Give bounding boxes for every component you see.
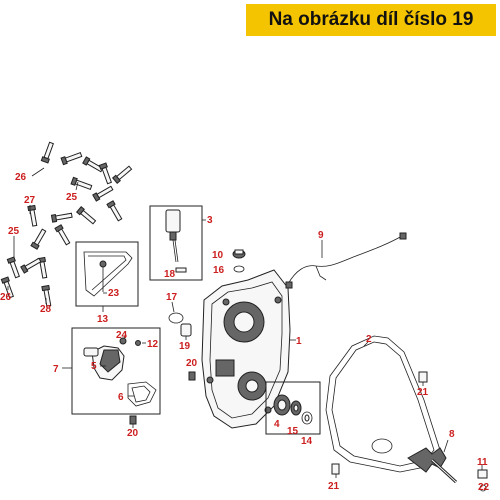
callout-1: 1 (296, 336, 302, 347)
callout-25-upper: 25 (66, 192, 78, 203)
callout-23: 23 (108, 288, 120, 299)
callout-19: 19 (179, 341, 191, 352)
callout-17: 17 (166, 292, 178, 303)
part-17-19-group (168, 301, 192, 340)
bolt (41, 284, 52, 307)
bolt (111, 165, 133, 184)
callout-21-right: 21 (417, 387, 429, 398)
callout-15: 15 (287, 426, 299, 437)
bolt (98, 162, 112, 185)
part-17-oring (168, 312, 184, 324)
part-8-shaft (407, 439, 458, 484)
callout-5: 5 (91, 361, 97, 372)
callout-12: 12 (147, 339, 159, 350)
part-23-pin (99, 260, 107, 268)
callout-28: 28 (40, 304, 52, 315)
bolt (30, 228, 47, 250)
box-3-group (149, 205, 206, 281)
callout-10: 10 (212, 250, 224, 261)
callout-22: 22 (478, 482, 490, 493)
part-24-bolt (119, 337, 127, 345)
part-19-plug (180, 323, 192, 337)
box-3 (149, 205, 203, 281)
part-12-bolt (135, 340, 141, 346)
callout-21-bottom: 21 (328, 481, 340, 492)
callout-24: 24 (116, 330, 128, 341)
part-11 (477, 469, 488, 479)
callout-27: 27 (24, 195, 36, 206)
bolt (20, 257, 42, 274)
callout-25-lower: 25 (8, 226, 20, 237)
bolt (92, 185, 114, 202)
callout-9: 9 (318, 230, 324, 241)
callout-6: 6 (118, 392, 124, 403)
callout-20-upper: 20 (186, 358, 198, 369)
bolt (27, 204, 38, 227)
bolt (40, 141, 54, 164)
part-6-gasket (127, 381, 157, 407)
dipstick-cap (165, 209, 181, 233)
bolt (70, 176, 93, 190)
bolt (0, 276, 14, 299)
bolt (60, 152, 83, 166)
part-20-bolts (129, 371, 196, 428)
callout-26-upper: 26 (15, 172, 27, 183)
gasket-13 (83, 251, 133, 297)
part-22-ring (479, 484, 487, 492)
box-seals (265, 381, 321, 435)
part-16-oring (233, 265, 245, 273)
part-18-oring (175, 267, 187, 273)
part-21-pins (331, 371, 428, 478)
callout-26-lower: 26 (0, 292, 12, 303)
callout-8: 8 (449, 429, 455, 440)
part-14-seal (301, 411, 313, 425)
bolts-group (0, 141, 133, 307)
bolt (50, 212, 73, 223)
box-13 (75, 241, 139, 307)
callout-14: 14 (301, 436, 313, 447)
callout-20-lower: 20 (127, 428, 139, 439)
bolt (75, 206, 97, 225)
callout-7: 7 (53, 364, 59, 375)
callout-2: 2 (366, 334, 372, 345)
bolt (54, 224, 71, 246)
box-7-group (62, 327, 161, 415)
callout-16: 16 (213, 265, 225, 276)
bolt (82, 156, 104, 173)
callout-13: 13 (97, 314, 109, 325)
callout-18: 18 (164, 269, 176, 280)
crankcase-cover-part-1 (201, 269, 296, 429)
part-number-banner: Na obrázku díl číslo 19 (246, 4, 496, 36)
callout-labels: 1 2 3 4 5 6 7 8 9 10 11 12 13 14 15 16 1… (0, 172, 490, 493)
box-13-group (75, 241, 139, 312)
callout-11: 11 (477, 457, 488, 468)
part-11-22-group (477, 464, 488, 492)
callout-3: 3 (207, 215, 213, 226)
part-9-cable (285, 232, 407, 289)
part-10-16-group (232, 249, 246, 273)
box-7 (71, 327, 161, 415)
box-seal-group (265, 381, 321, 435)
bolt (106, 200, 123, 222)
bolt (6, 256, 20, 279)
callout-4: 4 (274, 419, 280, 430)
